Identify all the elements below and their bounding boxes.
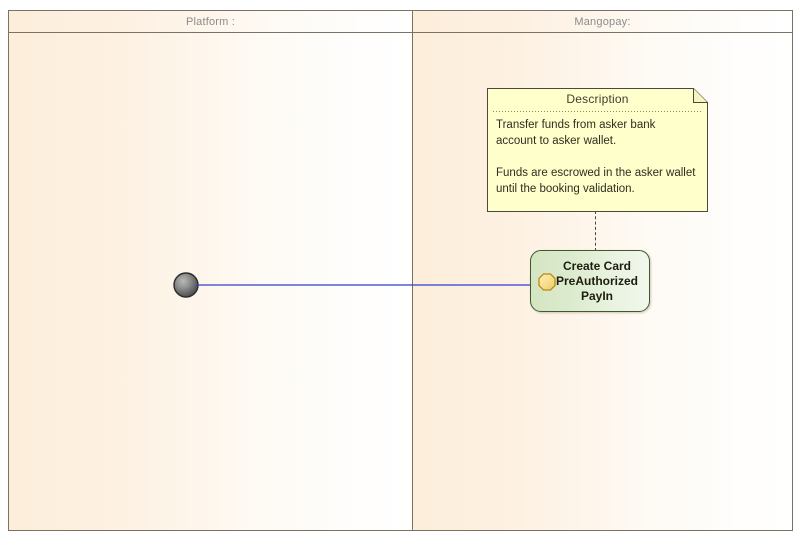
swimlane-platform[interactable]: Platform :: [9, 11, 413, 530]
action-node-label: Create Card PreAuthorized PayIn: [531, 259, 649, 304]
swimlane-label-platform: Platform :: [185, 15, 236, 28]
note-body: Transfer funds from asker bank account t…: [496, 117, 696, 197]
action-label-line-1: Create Card: [562, 258, 632, 273]
swimlane-header-mangopay: Mangopay:: [413, 11, 792, 33]
note-shape: [487, 88, 708, 212]
action-octagon-icon: [538, 273, 556, 291]
swimlane-header-platform: Platform :: [9, 11, 412, 33]
description-note[interactable]: Description Transfer funds from asker ba…: [487, 88, 708, 212]
swimlane-label-mangopay: Mangopay:: [574, 15, 631, 28]
action-label-line-3: PayIn: [580, 288, 613, 303]
initial-to-action-flow[interactable]: [196, 274, 542, 296]
note-paragraph-2: Funds are escrowed in the asker wallet u…: [496, 167, 696, 195]
action-node-create-card-preauthorized-payin[interactable]: Create Card PreAuthorized PayIn: [530, 250, 650, 312]
note-paragraph-1: Transfer funds from asker bank account t…: [496, 119, 656, 147]
note-anchor-link: [595, 211, 598, 251]
flow-arrow-line: [196, 277, 542, 293]
action-label-line-2: PreAuthorized: [555, 273, 638, 288]
note-title: Description: [566, 92, 629, 106]
